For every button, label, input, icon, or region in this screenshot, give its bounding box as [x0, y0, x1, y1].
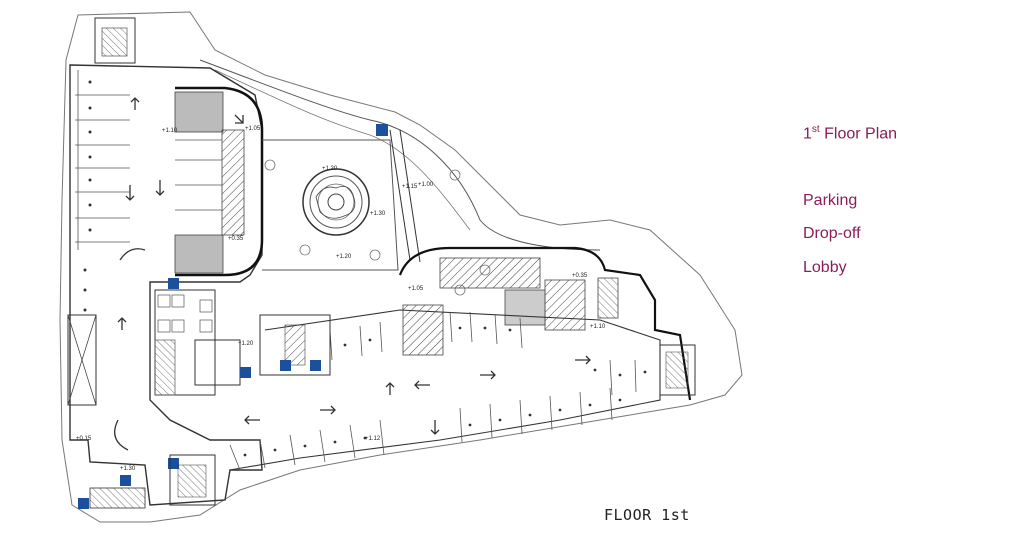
accessible-sign-6 [120, 475, 131, 486]
accessible-sign-top [376, 124, 388, 136]
level-label: +0.35 [572, 273, 588, 279]
level-label: +1.10 [590, 324, 606, 330]
accessible-sign-1 [168, 278, 179, 289]
legend-title-number: 1 [803, 125, 812, 143]
south-parking-edge [229, 309, 661, 471]
level-label: +1.05 [408, 286, 424, 292]
stair-south [89, 487, 146, 509]
level-label: +0.35 [228, 236, 244, 242]
level-label: +1.20 [238, 341, 254, 347]
legend-title-superscript: st [811, 124, 820, 135]
lobby-outline [262, 139, 399, 271]
level-label: +1.15 [402, 184, 418, 190]
level-label: +1.00 [418, 182, 434, 188]
legend-item-drop-off: Drop-off [803, 225, 861, 242]
escalator-west [67, 314, 97, 406]
level-label: +0.15 [76, 436, 92, 442]
level-label: +1.10 [162, 128, 178, 134]
accessible-sign-7 [78, 498, 89, 509]
accessible-sign-2 [280, 360, 291, 371]
legend-title-text: Floor Plan [819, 125, 898, 143]
level-label: +1.20 [336, 254, 352, 260]
floor-plan-drawing: +1.10 +1.20 +1.05 +0.35 +1.15 +1.00 +1.3… [59, 11, 743, 523]
accessible-sign-3 [310, 360, 321, 371]
site-boundary [59, 11, 743, 523]
legend-item-parking: Parking [803, 192, 858, 209]
floor-plan: +1.10 +1.20 +1.05 +0.35 +1.15 +1.00 +1.3… [59, 11, 743, 524]
south-parking-bays [229, 311, 637, 471]
level-label: +1.30 [120, 466, 136, 472]
stair-south-2 [169, 454, 216, 506]
west-parking-bays [75, 70, 130, 250]
accessible-sign-4 [240, 367, 251, 378]
stair-top [94, 17, 136, 64]
level-label: +1.30 [370, 211, 386, 217]
traffic-arrows [114, 97, 591, 451]
level-label: +1.05 [245, 126, 261, 132]
walkway [389, 129, 411, 261]
room-block-2 [259, 314, 331, 376]
west-parking-dots [83, 80, 92, 312]
room-block [194, 339, 241, 386]
fountain [302, 168, 370, 236]
road-line [199, 59, 601, 251]
level-label: +1.12 [365, 436, 381, 442]
legend-item-lobby: Lobby [803, 259, 847, 276]
ramp-block [175, 86, 264, 277]
legend-title: 1st Floor Plan [803, 124, 897, 143]
level-label: +1.20 [322, 166, 338, 172]
road-line-2 [214, 69, 471, 231]
south-parking-dots [243, 326, 647, 457]
east-building-outline [398, 246, 692, 401]
accessible-sign-5 [168, 458, 179, 469]
floor-caption: FLOOR 1st [604, 506, 690, 524]
